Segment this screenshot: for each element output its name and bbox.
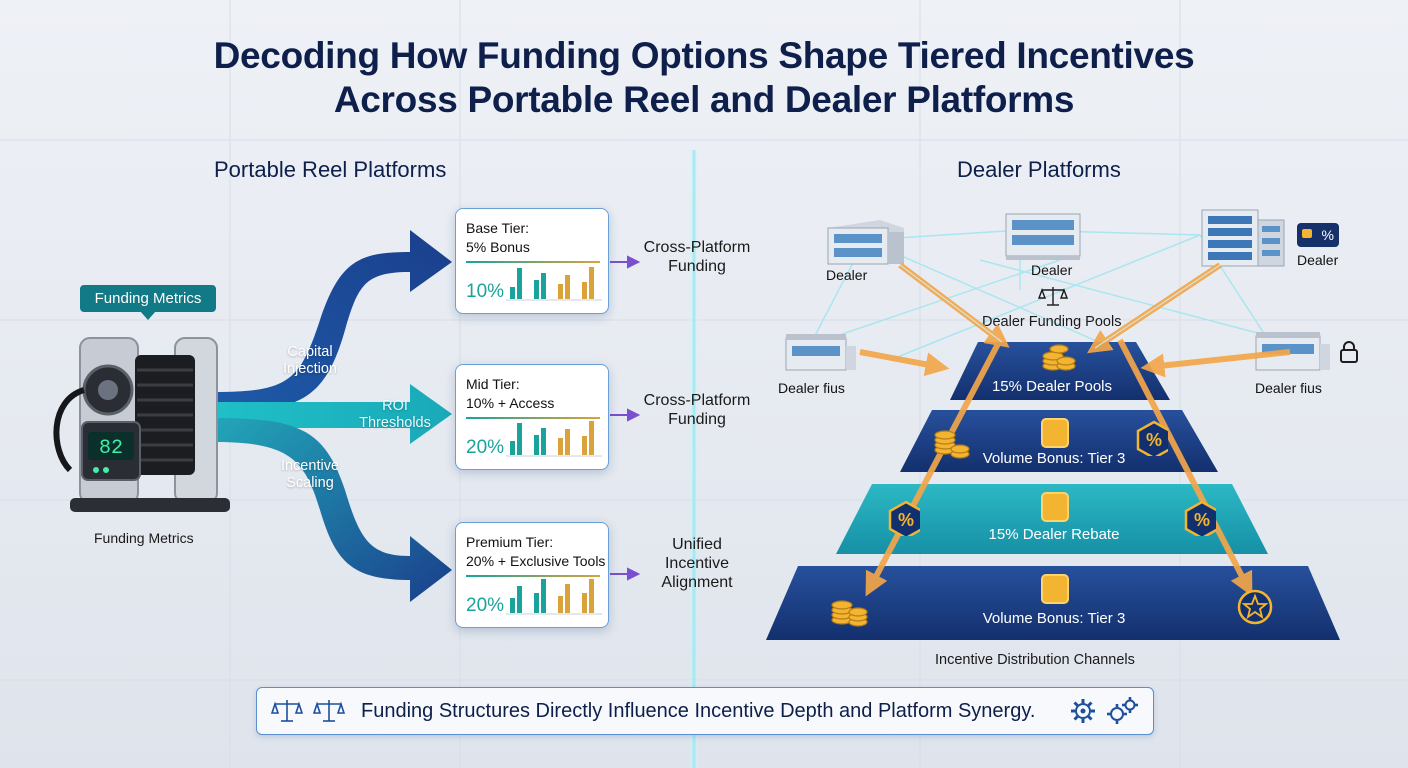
dealer-building-icon xyxy=(1005,213,1081,260)
mini-bar xyxy=(558,596,563,613)
pyramid-tier-3-label: 15% Dealer Rebate xyxy=(988,526,1120,543)
tier-label: Base Tier: 5% Bonus xyxy=(466,220,530,255)
tier-card-base: Base Tier: 5% Bonus 10% xyxy=(455,208,609,314)
tier-card-mid: Mid Tier: 10% + Access 20% xyxy=(455,364,609,470)
dealer-building-icon xyxy=(785,334,856,371)
mini-bar xyxy=(541,579,546,613)
page-title-line1: Decoding How Funding Options Shape Tiere… xyxy=(213,35,1195,76)
tier-label: Mid Tier: 10% + Access xyxy=(466,376,555,411)
tier-mini-bar-chart xyxy=(506,579,602,615)
device-display-digits: 82 xyxy=(99,437,123,460)
portable-reel-device-icon: 82 xyxy=(53,337,230,512)
coins-icon xyxy=(934,430,970,459)
mini-bar xyxy=(510,287,515,299)
tier-card-premium: Premium Tier: 20% + Exclusive Tools 20% xyxy=(455,522,609,628)
mini-bar xyxy=(534,280,539,299)
mini-bar xyxy=(558,438,563,455)
tier-mini-bar-chart xyxy=(506,421,602,457)
dealer-label: Dealer fius xyxy=(1255,380,1322,396)
mini-bar xyxy=(534,593,539,613)
percent-badge-icon: % xyxy=(1136,420,1168,456)
dealer-building-icon xyxy=(1201,209,1285,267)
scaling-flow-arrow xyxy=(215,418,452,602)
tier-mini-bar-chart xyxy=(506,267,602,301)
roi-thresholds-label: ROI Thresholds xyxy=(359,398,431,431)
pyramid-tier-2-label: Volume Bonus: Tier 3 xyxy=(982,450,1126,467)
incentive-scaling-label: Incentive Scaling xyxy=(280,458,340,491)
gears-icon xyxy=(1107,697,1138,724)
lock-icon xyxy=(1041,574,1069,604)
mini-bar xyxy=(517,423,522,455)
dealer-funding-pools-caption: Dealer Funding Pools xyxy=(982,314,1122,330)
mini-bar xyxy=(517,586,522,613)
coins-icon xyxy=(1042,344,1076,371)
footer-banner: Funding Structures Directly Influence In… xyxy=(256,687,1154,735)
dealer-label: Dealer xyxy=(826,267,868,283)
badge-pointer xyxy=(140,311,156,320)
funding-flow-arrows xyxy=(215,230,641,602)
pyramid-tier-1-label: 15% Dealer Pools xyxy=(991,378,1113,395)
mini-bar xyxy=(582,593,587,613)
footer-text: Funding Structures Directly Influence In… xyxy=(361,700,1036,722)
tier-percent: 10% xyxy=(466,281,505,302)
mini-bar xyxy=(534,435,539,455)
star-badge-icon xyxy=(1237,589,1273,625)
tier-percent: 20% xyxy=(466,437,505,458)
outcome-premium: Unified Incentive Alignment xyxy=(661,536,733,591)
tier-divider xyxy=(466,575,600,577)
page-title-line2: Across Portable Reel and Dealer Platform… xyxy=(333,79,1075,120)
outcome-mid: Cross-Platform Funding xyxy=(643,392,751,428)
dealer-label: Dealer xyxy=(1297,252,1339,268)
dealer-building-icon xyxy=(827,220,904,265)
mini-bar xyxy=(582,282,587,299)
tier-percent: 20% xyxy=(466,595,505,616)
mini-bar xyxy=(510,441,515,455)
padlock-icon xyxy=(1340,341,1358,363)
mini-bar xyxy=(565,275,570,299)
lock-badge-text: % xyxy=(1321,227,1334,243)
percent-badge-icon: % xyxy=(1184,500,1216,536)
percent-badge-icon: % xyxy=(888,500,920,536)
left-section-heading: Portable Reel Platforms xyxy=(214,157,447,182)
distribution-arrows xyxy=(859,262,1291,597)
mini-bar xyxy=(565,429,570,455)
mini-bar xyxy=(582,436,587,455)
mini-bar xyxy=(541,273,546,299)
funding-metrics-badge: Funding Metrics xyxy=(80,285,216,312)
svg-text:%: % xyxy=(1194,510,1210,530)
mini-bar xyxy=(589,421,594,455)
lock-percent-badge: % xyxy=(1297,223,1339,247)
coins-icon xyxy=(831,600,868,627)
scales-icon xyxy=(1038,287,1068,306)
tier-divider xyxy=(466,261,600,263)
capital-flow-arrow xyxy=(215,230,452,412)
tier-label: Premium Tier: 20% + Exclusive Tools xyxy=(466,534,606,569)
mini-bar xyxy=(565,584,570,613)
lock-icon xyxy=(1302,229,1312,238)
scales-icon xyxy=(313,700,345,722)
incentive-channels-caption: Incentive Distribution Channels xyxy=(935,652,1135,668)
svg-text:%: % xyxy=(898,510,914,530)
mini-bar xyxy=(589,267,594,299)
mini-bar xyxy=(558,284,563,299)
dealer-label: Dealer xyxy=(1031,262,1073,278)
capital-injection-label: Capital Injection xyxy=(282,344,337,377)
right-section-heading: Dealer Platforms xyxy=(957,157,1121,182)
scales-icon xyxy=(271,700,303,722)
mini-bar xyxy=(541,428,546,455)
gear-icon xyxy=(1071,699,1095,723)
dealer-label: Dealer fius xyxy=(778,380,845,396)
roi-flow-arrow xyxy=(215,384,452,444)
tier-divider xyxy=(466,417,600,419)
lock-icon xyxy=(1041,492,1069,522)
lock-icon xyxy=(1041,418,1069,448)
svg-text:%: % xyxy=(1146,430,1162,450)
mini-bar xyxy=(510,598,515,613)
funding-metrics-caption: Funding Metrics xyxy=(94,530,194,546)
outcome-base: Cross-Platform Funding xyxy=(643,239,751,275)
pyramid-tier-1 xyxy=(950,342,1170,400)
pyramid-tier-4-label: Volume Bonus: Tier 3 xyxy=(982,610,1126,627)
mini-bar xyxy=(589,579,594,613)
mini-bar xyxy=(517,268,522,299)
